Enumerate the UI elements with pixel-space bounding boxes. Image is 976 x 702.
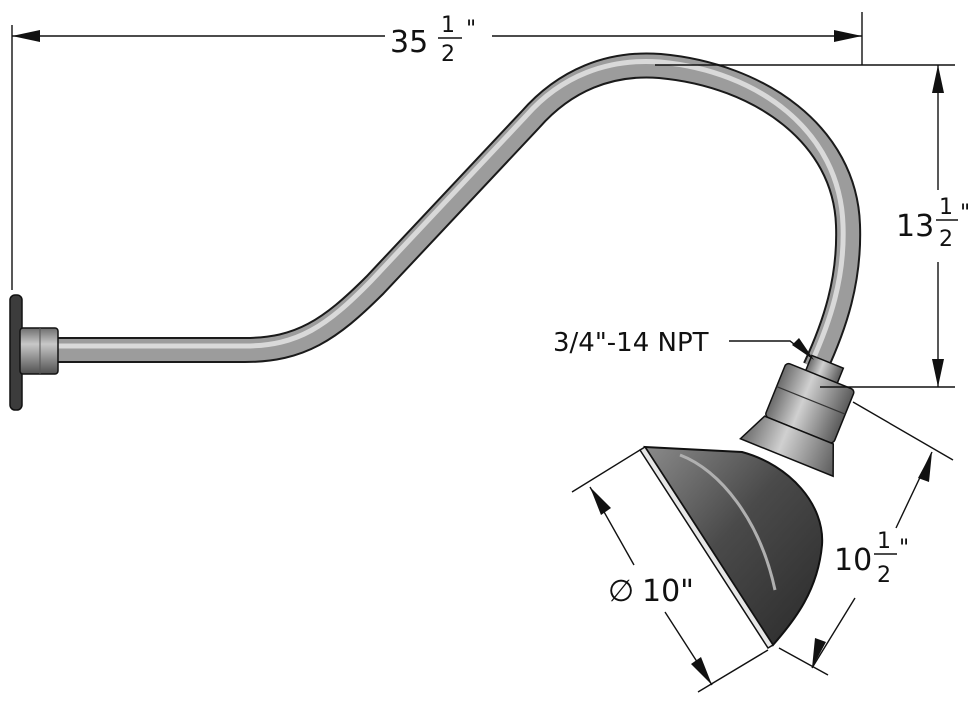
gooseneck-arm	[58, 52, 862, 374]
height-num: 1	[939, 195, 953, 220]
dim-shade-diameter: ∅ 10"	[571, 449, 769, 693]
shade-body	[643, 445, 824, 647]
wall-mount-backplate	[9, 294, 59, 411]
fitter-band	[776, 385, 846, 415]
arm-highlight	[58, 58, 846, 366]
overall-width-den: 2	[441, 42, 455, 67]
dim-overall-width: 35 1 2 "	[11, 12, 863, 290]
lamp-shade	[638, 445, 824, 650]
callout-thread: 3/4"-14 NPT	[553, 328, 814, 360]
height-unit: "	[960, 201, 970, 226]
shade-rim-inner	[638, 445, 775, 650]
height-den: 2	[939, 227, 953, 252]
shade-depth-whole: 10	[834, 543, 872, 578]
overall-width-num: 1	[441, 13, 455, 38]
height-whole: 13	[896, 209, 934, 244]
diameter-value: 10"	[642, 574, 694, 609]
thread-label: 3/4"-14 NPT	[553, 328, 709, 358]
overall-width-unit: "	[466, 17, 476, 42]
shade-depth-unit: "	[899, 536, 909, 561]
shade-highlight	[679, 453, 777, 591]
mount-collar	[19, 327, 59, 375]
shade-depth-num: 1	[877, 529, 891, 554]
dim-shade-depth: 10 1 2 "	[778, 401, 954, 676]
shade-fitter	[739, 354, 855, 478]
diameter-symbol: ∅	[608, 574, 634, 609]
arm-body	[58, 54, 860, 373]
shade-depth-den: 2	[877, 563, 891, 588]
overall-width-whole: 35	[390, 25, 428, 60]
fitter-flare	[739, 415, 834, 478]
dim-height: 13 1 2 "	[655, 64, 970, 388]
